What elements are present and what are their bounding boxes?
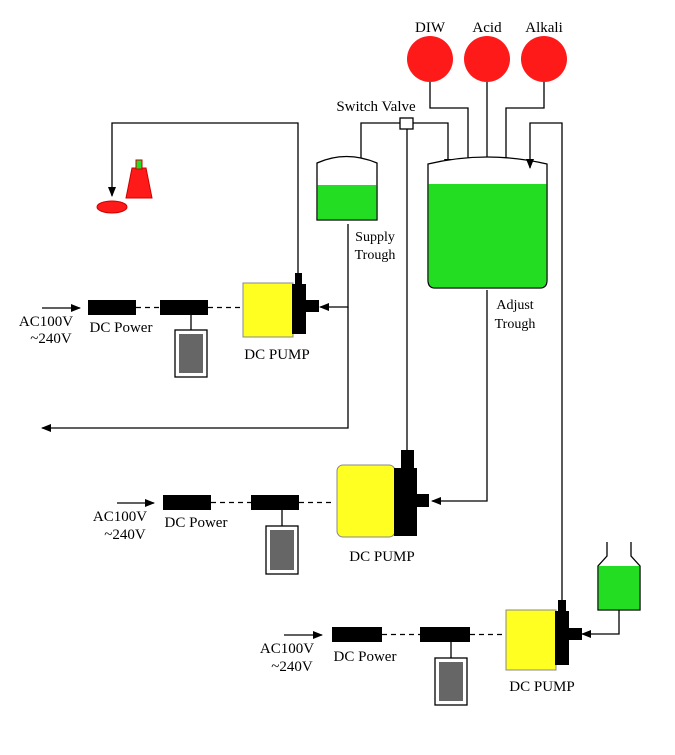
supply-trough-label-1: Supply <box>355 230 395 245</box>
switch-valve-label: Switch Valve <box>336 99 416 115</box>
pump-system-2: AC100V ~240V DC Power DC PUMP <box>93 450 429 575</box>
adjust-trough-label-2: Trough <box>495 317 536 332</box>
valve-to-adjust-line <box>413 122 452 169</box>
controller-1-screen <box>179 334 203 373</box>
spray-nozzle <box>96 159 153 214</box>
pump1-discharge-line <box>108 122 299 276</box>
tank-diw: DIW <box>407 20 453 82</box>
switch-valve: Switch Valve <box>336 99 416 130</box>
pump-1-head <box>292 284 306 334</box>
alkali-tank-icon <box>521 36 567 82</box>
ac-input-label-2a: AC100V <box>93 509 147 525</box>
ac-input-label-1b: ~240V <box>30 331 72 347</box>
ac-input-label-3b: ~240V <box>271 659 313 675</box>
dc-pump-1 <box>242 282 294 338</box>
acid-tank-icon <box>464 36 510 82</box>
supply-to-pump1-line <box>319 224 349 311</box>
tank-acid: Acid <box>464 20 510 82</box>
dc-power-module-3 <box>332 627 382 642</box>
dc-power-label-2: DC Power <box>165 515 228 531</box>
bottle-liquid <box>598 566 640 610</box>
ac-input-label-1a: AC100V <box>19 314 73 330</box>
tank-feed-lines <box>429 82 545 169</box>
supply-liquid <box>317 185 377 220</box>
nozzle-icon <box>125 167 153 199</box>
ac-input-label-3a: AC100V <box>260 641 314 657</box>
pump-label-1: DC PUMP <box>244 347 309 363</box>
adjust-liquid <box>428 184 547 288</box>
dc-power-module-1 <box>88 300 136 315</box>
pump-driver-3 <box>420 627 470 642</box>
pump-system-3: AC100V ~240V DC Power DC PUMP <box>260 600 582 706</box>
pump-label-2: DC PUMP <box>349 549 414 565</box>
nozzle-tip-icon <box>135 159 143 170</box>
pump-system-1: AC100V ~240V DC Power DC PUMP <box>19 273 319 378</box>
switch-valve-icon <box>399 117 414 130</box>
pump3-to-adjust-line <box>526 122 563 601</box>
controller-3-screen <box>439 662 463 701</box>
dc-pump-2 <box>336 464 396 538</box>
pump-label-3: DC PUMP <box>509 679 574 695</box>
adjust-to-pump2-line <box>431 290 488 505</box>
supply-trough: Supply Trough <box>316 155 396 263</box>
wafer-icon <box>96 200 128 214</box>
tank-alkali: Alkali <box>521 20 567 82</box>
drain-line <box>41 307 349 432</box>
pump-2-head <box>394 468 417 536</box>
bottle-to-pump3-line <box>581 610 620 638</box>
adjust-trough-label-1: Adjust <box>496 298 533 313</box>
pump-driver-2 <box>251 495 299 510</box>
diw-tank-icon <box>407 36 453 82</box>
dc-power-label-3: DC Power <box>334 649 397 665</box>
dc-power-label-1: DC Power <box>90 320 153 336</box>
acid-label: Acid <box>472 20 502 36</box>
supply-trough-label-2: Trough <box>355 248 396 263</box>
dc-pump-3 <box>505 609 557 671</box>
controller-2-screen <box>270 530 294 570</box>
ac-input-label-2b: ~240V <box>104 527 146 543</box>
diw-label: DIW <box>415 20 446 36</box>
pump-3-head <box>555 611 569 665</box>
pump-driver-1 <box>160 300 208 315</box>
adjust-trough: Adjust Trough <box>427 156 548 332</box>
alkali-label: Alkali <box>525 20 563 36</box>
chemical-bottle <box>597 542 641 611</box>
dc-power-module-2 <box>163 495 211 510</box>
